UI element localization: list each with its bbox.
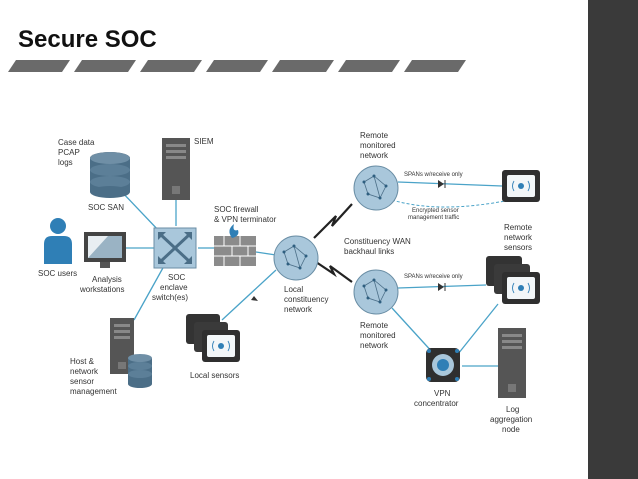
diode-marker-3 [251,296,258,301]
link-local-sensors [221,269,277,321]
svg-text:Analysis: Analysis [92,275,122,284]
local-constituency-node: Local constituency network [273,235,328,314]
svg-text:& VPN terminator: & VPN terminator [214,215,277,224]
svg-text:Case data: Case data [58,138,95,147]
host-management-node: Host & network sensor management [70,318,152,396]
spans-label-2: SPANs w/receive only [404,274,463,280]
diode-marker-2 [438,283,444,291]
sensor-icon [186,314,240,362]
diode-marker-1 [438,180,444,188]
soc-users-label: SOC users [38,269,77,278]
log-aggregation-node: Log aggregation node [490,328,532,434]
encrypted-traffic-path [391,199,511,208]
soc-enclave-switch-node: SOC enclave switch(es) [152,227,197,302]
svg-text:Local: Local [284,285,303,294]
network-cloud-icon [353,269,399,315]
link-remote2-vpn [391,307,435,355]
link-firewall-local [255,251,277,256]
slide-title: Secure SOC [18,26,157,53]
siem-node: SIEM [162,137,214,200]
svg-text:network: network [284,305,313,314]
sensor-icon [486,256,540,304]
remote-monitored-network-2: Remote monitored network [353,269,399,350]
switch-icon [153,227,197,269]
vpn-concentrator-node: VPN concentrator [414,348,460,408]
svg-text:management traffic: management traffic [408,215,459,221]
user-icon [44,218,72,264]
remote-network-sensors-node: Remote network sensors [486,223,540,304]
vpn-concentrator-icon [426,348,460,382]
network-cloud-icon [273,235,319,281]
receive-only-markers [251,180,446,301]
svg-text:constituency: constituency [284,295,328,304]
svg-text:network: network [360,341,389,350]
link-san-switch [119,189,161,233]
svg-text:SOC firewall: SOC firewall [214,205,259,214]
svg-text:sensors: sensors [504,243,532,252]
svg-text:sensor: sensor [70,377,94,386]
svg-text:Remote: Remote [504,223,533,232]
analysis-workstation-node: Analysis workstations [79,232,126,294]
soc-users-node: SOC users [38,218,77,278]
firewall-icon [214,224,256,266]
svg-text:network: network [360,151,389,160]
link-vpn-remote-sensors [457,303,499,355]
svg-text:management: management [70,387,117,396]
svg-text:switch(es): switch(es) [152,293,188,302]
local-sensors-node: Local sensors [186,314,240,380]
svg-text:Constituency WAN: Constituency WAN [344,237,411,246]
svg-text:enclave: enclave [160,283,188,292]
svg-text:concentrator: concentrator [414,399,459,408]
svg-text:VPN: VPN [434,389,451,398]
lightning-link-icon [313,203,353,239]
spans-label-1: SPANs w/receive only [404,172,463,178]
svg-text:Remote: Remote [360,131,389,140]
svg-text:Host &: Host & [70,357,95,366]
svg-text:network: network [70,367,99,376]
sensor-icon [502,170,540,202]
link-remote1-sensor [397,181,503,187]
server-tower-icon [162,138,190,200]
soc-firewall-node: SOC firewall & VPN terminator [214,205,277,266]
svg-text:Remote: Remote [360,321,389,330]
monitor-icon [84,232,126,268]
database-icon [90,152,130,198]
svg-text:Log: Log [506,405,519,414]
svg-text:backhaul links: backhaul links [344,247,394,256]
network-cloud-icon [353,165,399,211]
remote-monitored-network-1: Remote monitored network [353,131,399,211]
wan-links [313,203,353,283]
svg-text:network: network [504,233,533,242]
server-tower-icon [498,328,526,398]
svg-text:PCAP: PCAP [58,148,80,157]
svg-text:logs: logs [58,158,73,167]
svg-text:workstations: workstations [79,285,124,294]
svg-text:monitored: monitored [360,331,396,340]
svg-text:SOC: SOC [168,273,186,282]
soc-san-node: Case data PCAP logs SOC SAN [58,138,130,212]
svg-text:Encrypted sensor: Encrypted sensor [412,208,459,214]
right-side-panel [588,0,638,479]
soc-san-label: SOC SAN [88,203,124,212]
siem-label: SIEM [194,137,214,146]
svg-text:monitored: monitored [360,141,396,150]
svg-text:node: node [502,425,520,434]
secure-soc-diagram: Case data PCAP logs SOC SAN SIEM SOC us [38,131,540,434]
local-sensors-label: Local sensors [190,371,239,380]
database-icon [128,354,152,388]
title-stripe-divider [8,60,466,72]
link-host-switch [133,265,165,321]
remote-sensor-single [502,170,540,202]
lightning-link-icon [315,261,353,283]
svg-text:aggregation: aggregation [490,415,532,424]
